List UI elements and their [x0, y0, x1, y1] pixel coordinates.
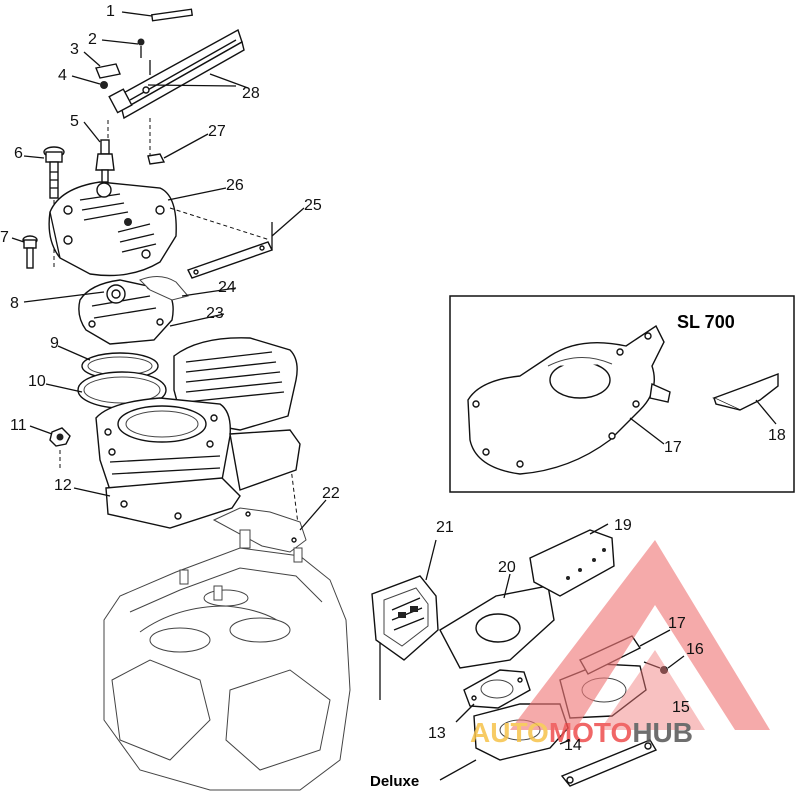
- callout-2: 2: [88, 31, 97, 48]
- bolt-part-6: [43, 146, 65, 199]
- clip-part-27: [147, 153, 166, 165]
- callout-19: 19: [614, 517, 632, 534]
- bolt-part-7: [22, 235, 38, 269]
- automotohub-watermark: AUTOMOTOHUB: [470, 540, 770, 748]
- plate-part-20: [439, 585, 555, 669]
- callout-labels: 1 2 3 4 5 6 7 8 9 10 11 12 13 14 15 16 1…: [0, 3, 786, 754]
- nut-part-4: [100, 81, 108, 89]
- callout-14: 14: [564, 737, 582, 754]
- gasket-part-24: [139, 276, 189, 301]
- callout-15: 15: [672, 699, 690, 716]
- callout-11: 11: [10, 417, 27, 434]
- reed-cage-part-21: [371, 575, 439, 661]
- cylinder-head-part-23: [78, 279, 174, 345]
- tag-part-3: [95, 63, 121, 79]
- callout-1: 1: [106, 3, 115, 20]
- callout-8: 8: [10, 295, 19, 312]
- callout-26: 26: [226, 177, 244, 194]
- screw-part-2: [137, 38, 145, 58]
- watermark-logo-inner: [600, 650, 705, 730]
- callout-20: 20: [498, 559, 516, 576]
- callout-5: 5: [70, 113, 79, 130]
- leader-lines: [11, 11, 777, 781]
- callout-16: 16: [686, 641, 704, 658]
- inset-callout-17: 17: [664, 439, 682, 456]
- callout-9: 9: [50, 335, 59, 352]
- deluxe-label: Deluxe: [370, 773, 419, 790]
- inset-callout-18: 18: [768, 427, 786, 444]
- watermark-auto: AUTO: [470, 717, 549, 748]
- bolt-part-16: [643, 661, 668, 674]
- reed-block-part-19: [529, 529, 615, 597]
- callout-13: 13: [428, 725, 446, 742]
- callout-28: 28: [242, 85, 260, 102]
- o-ring-part-9: [81, 352, 159, 380]
- rail-part-28: [108, 28, 245, 120]
- callout-7: 7: [0, 229, 9, 246]
- gasket-part-13: [463, 669, 531, 709]
- callout-17: 17: [668, 615, 686, 632]
- callout-23: 23: [206, 305, 224, 322]
- inset-bracket-part-18: [712, 372, 779, 411]
- callout-10: 10: [28, 373, 46, 390]
- pin-part-1: [150, 8, 194, 22]
- callout-12: 12: [54, 477, 72, 494]
- callout-27: 27: [208, 123, 226, 140]
- callout-24: 24: [218, 279, 236, 296]
- gasket-strip-part-25: [187, 222, 273, 279]
- inset-gasket-part-17: [467, 324, 671, 475]
- nut-part-11: [49, 427, 71, 447]
- inset-title: SL 700: [677, 312, 735, 332]
- callout-4: 4: [58, 67, 67, 84]
- strap-part-14: [560, 739, 658, 787]
- engine-block: [103, 529, 381, 791]
- gasket-part-22: [212, 507, 307, 553]
- head-cover-part-26: [48, 181, 177, 277]
- watermark-hub: HUB: [632, 717, 693, 748]
- callout-6: 6: [14, 145, 23, 162]
- inset-box-sl700: SL 700: [449, 295, 795, 493]
- spark-plug-part-5: [95, 139, 115, 183]
- callout-3: 3: [70, 41, 79, 58]
- cylinder-part-12: [95, 337, 301, 529]
- callout-25: 25: [304, 197, 322, 214]
- callout-22: 22: [322, 485, 340, 502]
- o-ring-part-10: [77, 371, 167, 409]
- callout-21: 21: [436, 519, 454, 536]
- watermark-logo-triangle: [510, 540, 770, 730]
